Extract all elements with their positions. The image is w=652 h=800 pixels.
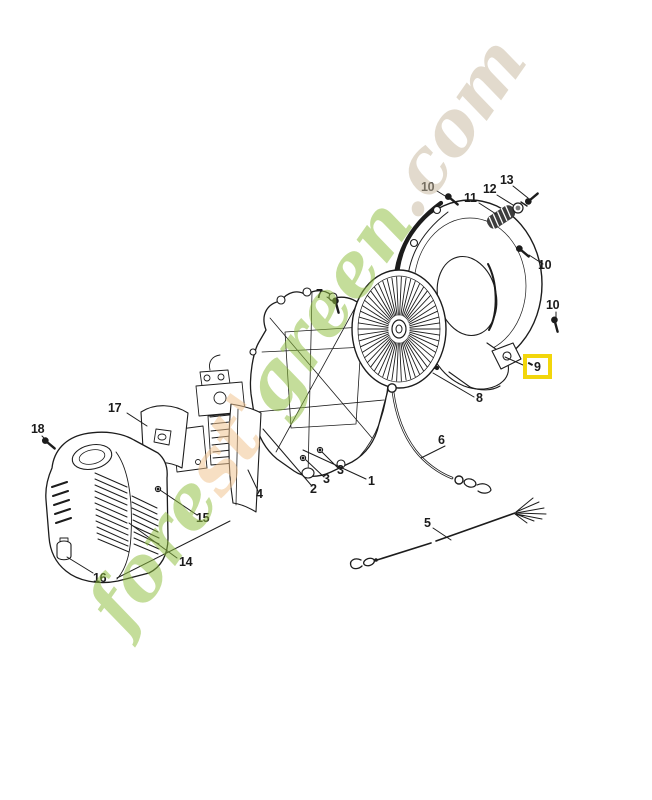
leader-tick [527, 361, 534, 366]
part-label-18: 18 [31, 422, 45, 436]
part-label-7: 7 [316, 287, 323, 301]
part-label-6: 6 [438, 433, 445, 447]
engine-cover-drawing [45, 431, 169, 584]
highlighted-part-9-box: 9 [523, 354, 552, 379]
part-label-11: 11 [464, 191, 477, 205]
starter-rope-drawing [349, 497, 547, 570]
leader-lines [41, 185, 557, 579]
baffle-panel-drawing [228, 403, 262, 513]
part-label-3-upper: 3 [337, 463, 344, 477]
part-label-17: 17 [108, 401, 122, 415]
part-label-15: 15 [196, 511, 210, 525]
spring-drawing [486, 205, 516, 230]
part-label-9: 9 [534, 359, 541, 374]
collar-nut-drawing [512, 201, 528, 214]
part-label-4: 4 [256, 487, 263, 501]
part-label-8: 8 [476, 391, 483, 405]
part-label-12: 12 [483, 182, 497, 196]
part-label-14: 14 [179, 555, 193, 569]
screws-drawing [41, 192, 559, 450]
part-label-16: 16 [93, 571, 107, 585]
cable-drawing [387, 383, 492, 494]
part-label-13: 13 [500, 173, 514, 187]
part-label-10-right-upper: 10 [538, 258, 552, 272]
part-label-10-top: 10 [421, 180, 435, 194]
part-label-5: 5 [424, 516, 431, 530]
part-label-10-right-lower: 10 [546, 298, 560, 312]
part-label-1: 1 [368, 474, 375, 488]
fan-wheel-drawing [351, 269, 447, 389]
part-label-3-lower: 3 [323, 472, 330, 486]
part-label-2: 2 [310, 482, 317, 496]
